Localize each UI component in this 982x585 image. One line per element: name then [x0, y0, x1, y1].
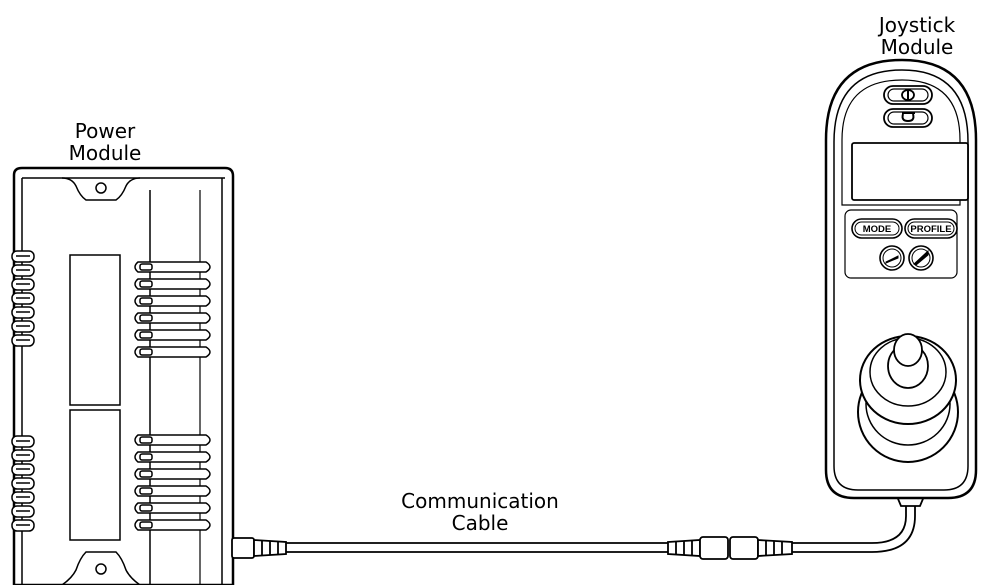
cable-coupler-left: [699, 536, 729, 560]
communication-cable-label-line2: Cable: [451, 511, 509, 535]
profile-button-label: PROFILE: [910, 224, 951, 235]
power-module-label-line1: Power: [74, 119, 136, 143]
cable-strain-relief-mid-right: [757, 539, 793, 557]
power-module-label-line2: Module: [68, 141, 142, 165]
speed-increase-icon: [913, 249, 929, 266]
power-module: [12, 166, 235, 585]
joystick[interactable]: [857, 333, 959, 463]
cable-coupler-right: [729, 536, 759, 560]
communication-cable: [231, 496, 916, 560]
mode-button-label: MODE: [863, 224, 892, 235]
power-module-label: Power Module: [40, 120, 170, 164]
power-icon: [901, 89, 915, 101]
mounting-hole-bottom: [95, 563, 107, 575]
joystick-lead: [792, 496, 916, 553]
mode-button[interactable]: [851, 218, 903, 239]
mounting-hole-top: [95, 182, 107, 194]
joystick-module-label-line2: Module: [880, 35, 954, 59]
power-module-terminals-lower: [134, 434, 211, 531]
joystick-module-label: Joystick Module: [852, 14, 982, 58]
joystick-knob[interactable]: [893, 333, 923, 367]
speed-increase-button[interactable]: [908, 245, 934, 271]
power-module-terminals-upper: [134, 261, 211, 358]
joystick-display: [851, 142, 969, 201]
power-module-left-terminals-lower: [11, 435, 35, 532]
communication-cable-label: Communication Cable: [385, 490, 575, 534]
communication-cable-label-line1: Communication: [401, 489, 559, 513]
speed-decrease-icon: [885, 255, 899, 264]
horn-icon: [901, 112, 915, 123]
horn-button[interactable]: [883, 108, 933, 128]
cable-plug-power-end: [231, 537, 255, 559]
power-button[interactable]: [883, 85, 933, 105]
joystick-module-label-line1: Joystick: [878, 13, 956, 37]
profile-button[interactable]: [904, 218, 958, 239]
speed-decrease-button[interactable]: [879, 245, 905, 271]
power-module-left-terminals-upper: [11, 250, 35, 347]
